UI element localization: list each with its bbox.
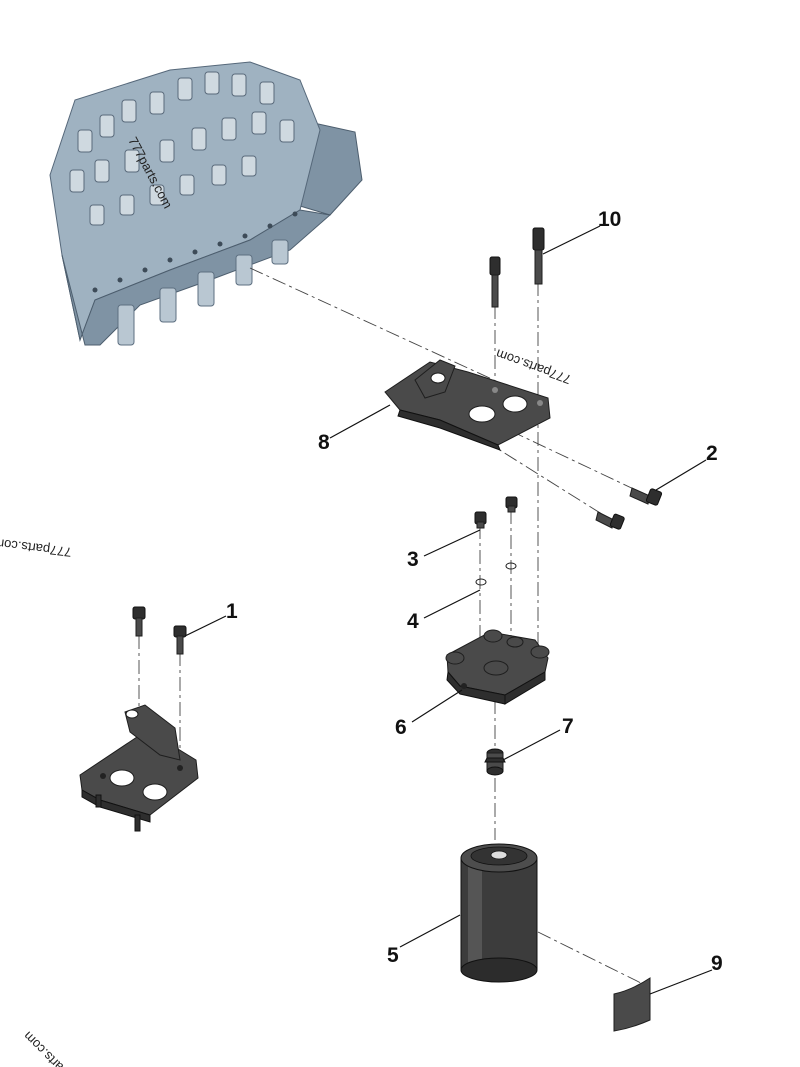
leader-lines — [184, 225, 713, 995]
cylinder-head-icon — [49, 61, 363, 346]
filter-head-bracket-icon — [384, 359, 551, 451]
callout-7: 7 — [562, 715, 574, 738]
callout-8: 8 — [318, 431, 330, 454]
plug-icon — [474, 496, 518, 529]
callout-6: 6 — [395, 716, 407, 739]
stud-bolts-icon — [489, 227, 545, 308]
callout-4: 4 — [407, 610, 419, 633]
watermark: arts.com — [20, 1029, 66, 1067]
filter-head-icon — [445, 629, 550, 705]
filter-head-bracket-icon — [79, 704, 199, 832]
callout-5: 5 — [387, 944, 399, 967]
adapter-icon — [484, 748, 506, 776]
callout-9: 9 — [711, 952, 723, 975]
watermark: 777parts.com — [494, 346, 573, 387]
watermark: 777parts.com — [0, 535, 72, 559]
callout-1: 1 — [226, 600, 238, 623]
capscrew-icon — [595, 487, 663, 530]
label-icon — [613, 977, 651, 1032]
callout-3: 3 — [407, 548, 419, 571]
capscrew-icon — [132, 606, 187, 655]
callout-2: 2 — [706, 442, 718, 465]
callout-10: 10 — [598, 208, 621, 231]
o-ring-icon — [475, 562, 517, 586]
spin-on-filter-icon — [460, 843, 538, 983]
